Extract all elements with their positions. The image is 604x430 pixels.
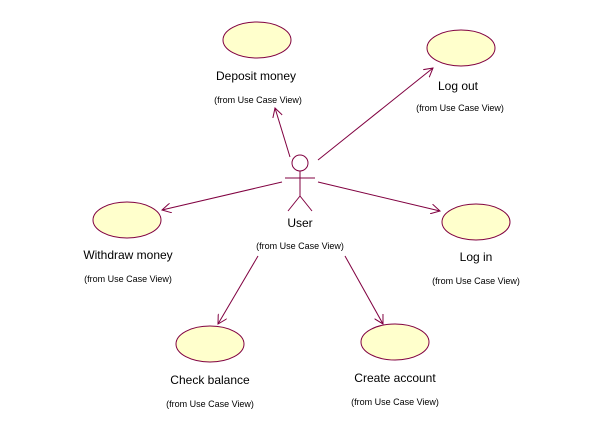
actor-name: User <box>287 216 313 230</box>
use-case-withdraw-source: (from Use Case View) <box>84 274 172 284</box>
use-case-deposit-ellipse[interactable] <box>222 21 292 59</box>
use-case-ellipses <box>92 21 511 363</box>
use-case-logout-source: (from Use Case View) <box>416 103 504 113</box>
actor-source: (from Use Case View) <box>256 241 344 251</box>
use-case-check-ellipse[interactable] <box>175 325 245 363</box>
association-create <box>344 255 383 324</box>
use-case-create-name: Create account <box>354 371 436 385</box>
use-case-logout-name: Log out <box>437 79 479 93</box>
associations <box>162 68 440 324</box>
use-case-login-source: (from Use Case View) <box>432 276 520 286</box>
use-case-withdraw-ellipse[interactable] <box>92 201 162 239</box>
use-case-check-source: (from Use Case View) <box>166 399 254 409</box>
actor-left-leg <box>287 195 301 212</box>
use-case-create-ellipse[interactable] <box>360 323 430 361</box>
association-deposit <box>275 108 291 158</box>
actor-figure[interactable] <box>285 154 315 212</box>
use-case-deposit-name: Deposit money <box>215 69 297 83</box>
use-case-deposit-source: (from Use Case View) <box>214 95 302 105</box>
association-logout <box>317 68 433 161</box>
use-case-create-source: (from Use Case View) <box>351 397 439 407</box>
association-login <box>317 181 440 211</box>
actor-right-leg <box>299 195 313 212</box>
use-case-logout-ellipse[interactable] <box>426 29 496 67</box>
use-case-check-name: Check balance <box>170 373 250 387</box>
association-withdraw <box>162 181 283 210</box>
use-case-login-name: Log in <box>459 250 493 264</box>
use-case-login-ellipse[interactable] <box>441 203 511 241</box>
actor-head <box>291 154 309 172</box>
association-check <box>218 255 259 324</box>
use-case-withdraw-name: Withdraw money <box>83 248 173 262</box>
